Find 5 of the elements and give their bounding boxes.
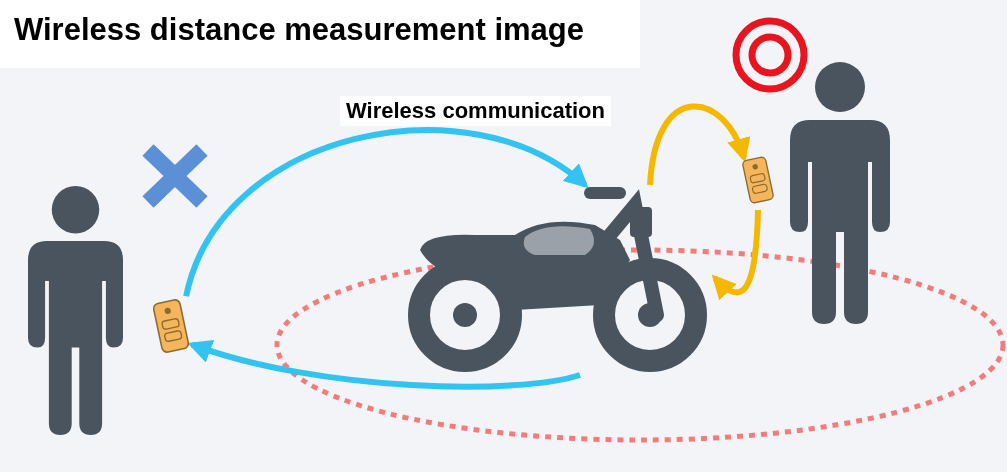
arrow [711, 209, 761, 301]
arrow [183, 127, 589, 298]
diagram-title: Wireless distance measurement image [14, 12, 585, 48]
label: Wireless communication [340, 96, 611, 126]
arrow [647, 103, 749, 186]
